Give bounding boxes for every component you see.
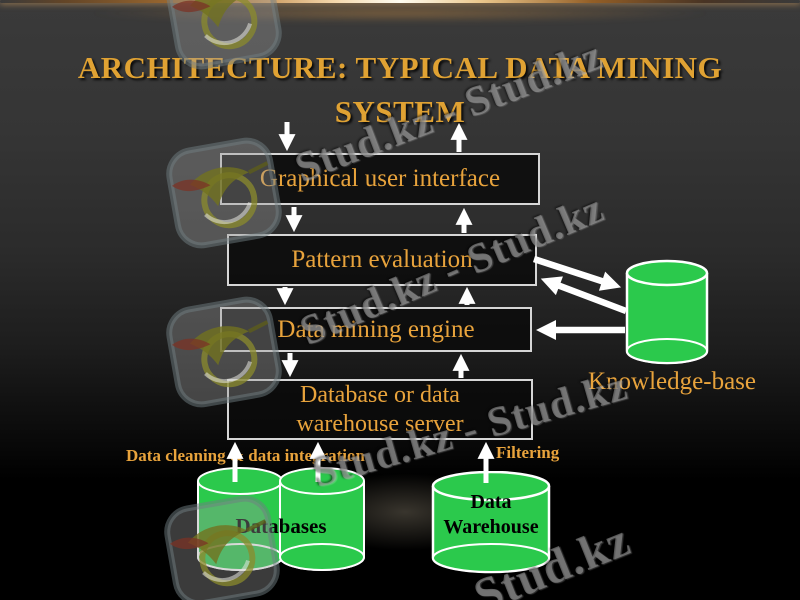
studkz-logo-watermark-3 <box>166 296 282 408</box>
arrow-knowledgebase-to-pattern <box>540 276 628 315</box>
slide-title: ARCHITECTURE: TYPICAL DATA MINING SYSTEM <box>0 46 800 134</box>
horizon-glow <box>0 0 800 26</box>
databases-cylinder-2-bottom <box>279 543 365 571</box>
bird-beak-icon <box>245 519 267 533</box>
studkz-logo-watermark-4 <box>164 495 280 600</box>
bird-wing-icon <box>171 0 211 13</box>
box-database-warehouse-server-label1: Database or data <box>300 381 460 408</box>
logo-frame <box>166 296 282 408</box>
studkz-logo-watermark-1 <box>166 0 282 70</box>
bird-body-icon <box>188 525 247 565</box>
logo-frame <box>164 495 280 600</box>
data-warehouse-cylinder-top <box>431 471 551 502</box>
data-warehouse-label-line2: Warehouse <box>443 516 539 538</box>
box-database-warehouse-server: Database or data warehouse server <box>227 379 533 440</box>
bird-highlight <box>204 201 252 225</box>
bird-body-icon <box>190 0 249 28</box>
filtering-annotation: Filtering <box>496 443 560 462</box>
bird-wing-icon <box>169 537 209 550</box>
knowledge-base-cylinder-bottom <box>626 338 708 364</box>
box-database-warehouse-server-label2: warehouse server <box>296 410 464 437</box>
logo-frame <box>166 137 282 249</box>
data-warehouse-cylinder <box>431 471 551 574</box>
box-pattern-evaluation-label: Pattern evaluation <box>291 246 473 273</box>
box-data-mining-engine-label: Data mining engine <box>277 315 475 343</box>
data-cleaning-annotation: Data cleaning & data integration <box>126 446 365 465</box>
bird-highlight <box>202 559 250 583</box>
bird-body-icon <box>190 167 249 207</box>
bird-swirl-icon <box>201 0 258 50</box>
horizon-line <box>0 0 800 3</box>
bird-wing-icon <box>171 179 211 192</box>
box-pattern-evaluation: Pattern evaluation <box>227 234 537 286</box>
knowledge-base-cylinder <box>625 259 709 365</box>
knowledge-base-cylinder-top <box>625 259 709 287</box>
databases-cylinder-1-top <box>197 467 283 495</box>
slide-title-line1: ARCHITECTURE: TYPICAL DATA MINING <box>77 50 723 85</box>
bird-body-icon <box>190 326 249 366</box>
bird-highlight <box>204 22 252 46</box>
bird-beak-icon <box>247 161 269 175</box>
slide-title-line2: SYSTEM <box>334 94 466 129</box>
data-warehouse-label: Data Warehouse <box>433 490 549 540</box>
bird-beak-icon <box>247 320 269 334</box>
data-warehouse-label-line1: Data <box>470 491 512 513</box>
studkz-logo-watermark-2 <box>166 137 282 249</box>
databases-label: Databases <box>235 514 327 538</box>
bird-wing-icon <box>171 338 211 351</box>
bird-highlight <box>204 360 252 384</box>
box-graphical-user-interface-label: Graphical user interface <box>259 165 501 192</box>
knowledge-base-label: Knowledge-base <box>588 368 756 395</box>
data-warehouse-cylinder-bottom <box>432 543 550 573</box>
databases-cylinder-2-top <box>279 467 365 495</box>
arrow-pattern-to-knowledgebase <box>532 255 622 291</box>
logo-frame <box>166 0 282 70</box>
